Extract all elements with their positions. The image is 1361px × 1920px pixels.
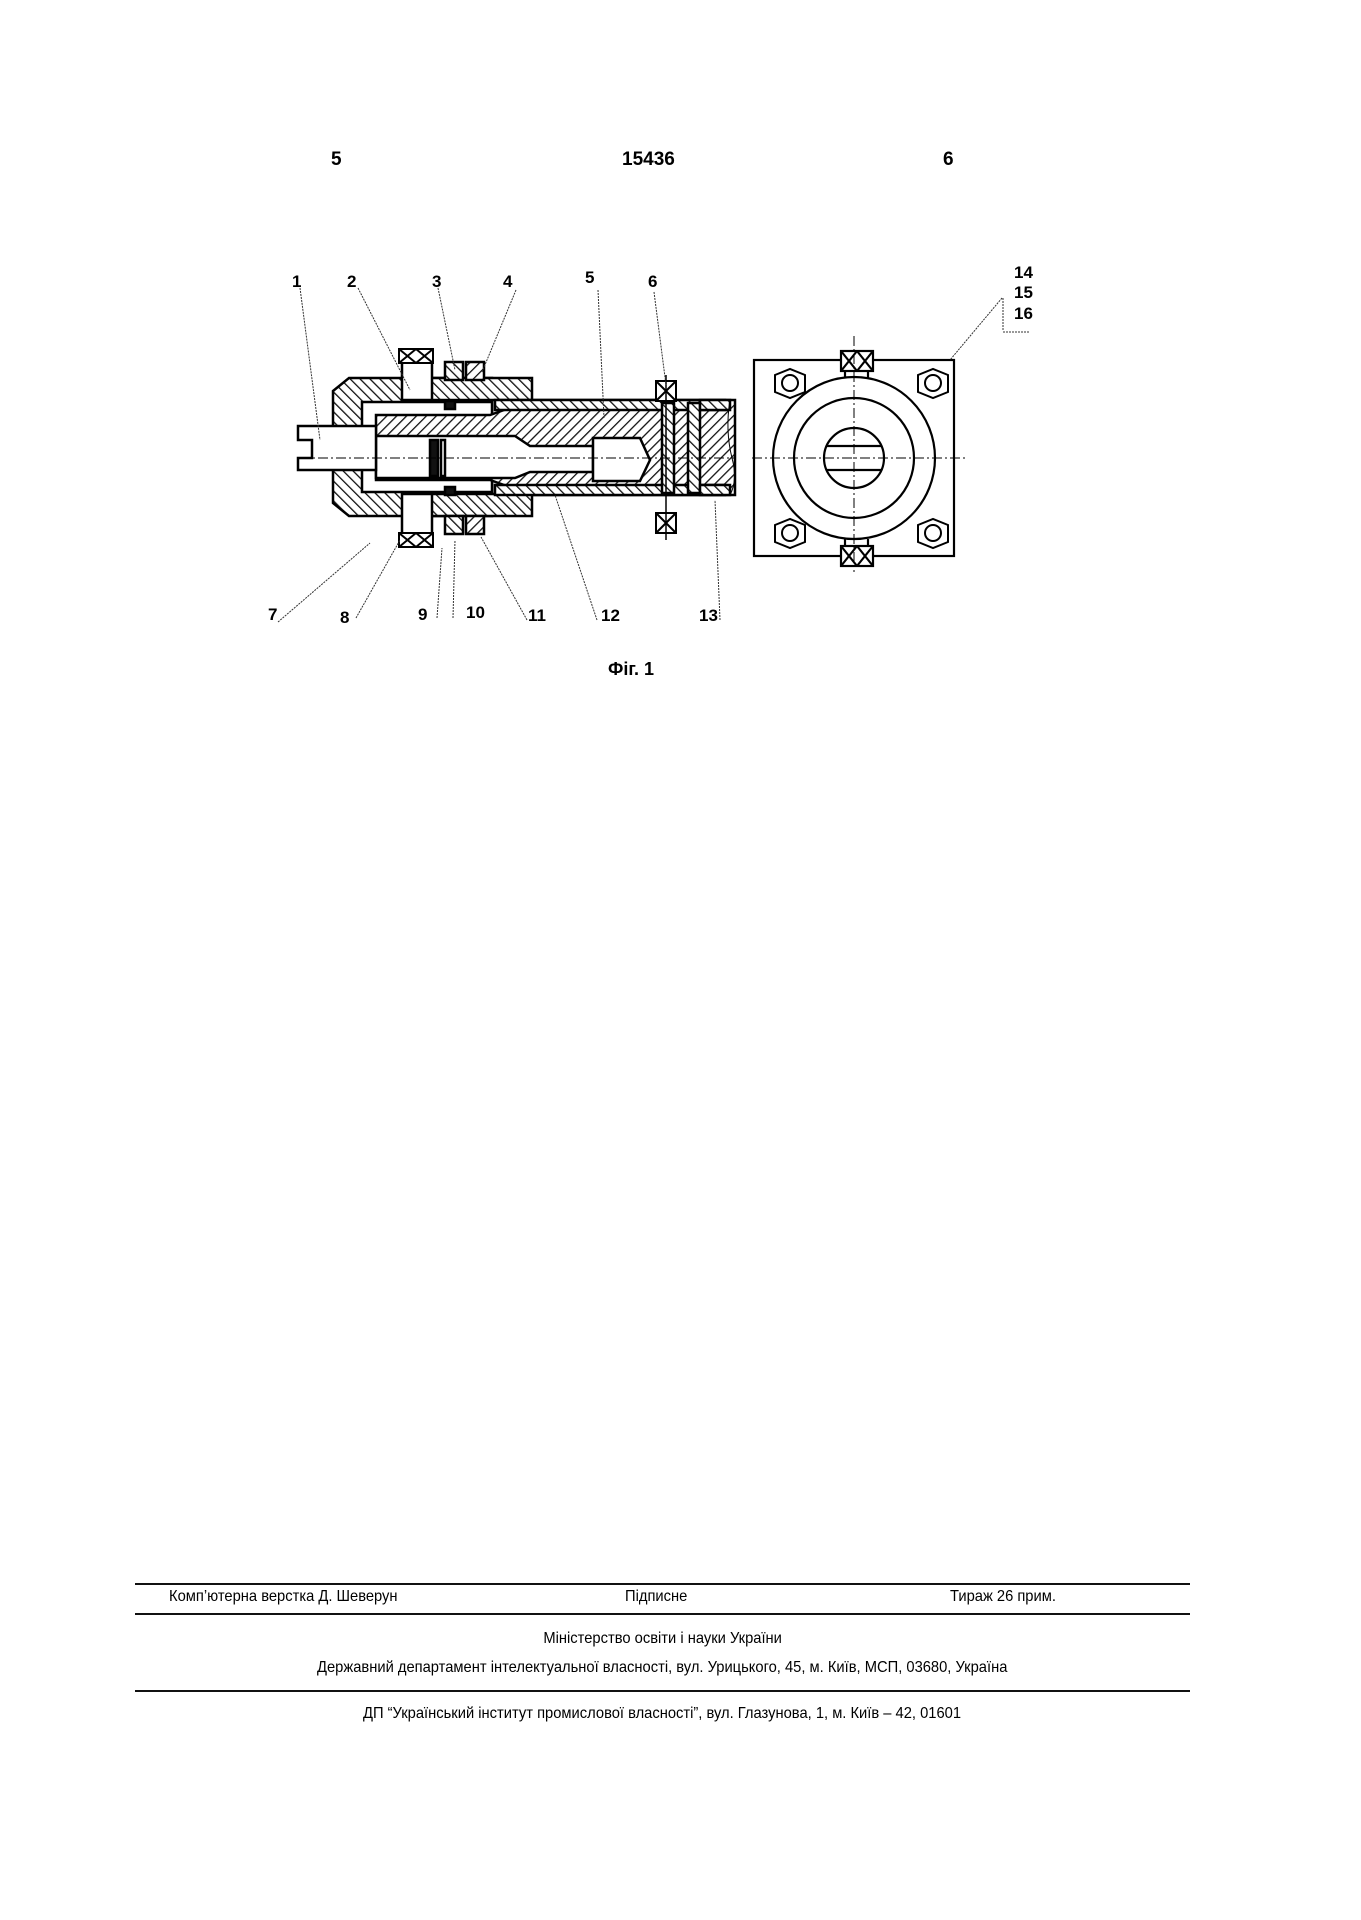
- part-label-12: 12: [601, 606, 620, 625]
- part-label-5: 5: [585, 268, 595, 287]
- page-number-left: 5: [331, 149, 342, 170]
- department-line: Державний департамент інтелектуальної вл…: [317, 1659, 1008, 1676]
- footer-rule-middle: [135, 1613, 1190, 1615]
- layout-credit: Комп’ютерна верстка Д. Шеверун: [169, 1588, 398, 1605]
- part-label-4: 4: [503, 272, 513, 291]
- part-label-2: 2: [347, 272, 357, 291]
- signed-note: Підписне: [625, 1588, 688, 1605]
- part-label-15: 15: [1014, 283, 1033, 302]
- part-label-6: 6: [648, 272, 658, 291]
- figure-caption: Фіг. 1: [608, 659, 655, 679]
- institute-line: ДП “Український інститут промислової вла…: [363, 1705, 962, 1722]
- part-label-8: 8: [340, 608, 350, 627]
- footer-rule-top: [135, 1583, 1190, 1585]
- part-label-13: 13: [699, 606, 718, 625]
- footer-rule-bottom: [135, 1690, 1190, 1692]
- ministry-line: Міністерство освіти і науки України: [543, 1630, 782, 1647]
- leader-lines: [277, 287, 1030, 623]
- circulation: Тираж 26 прим.: [950, 1588, 1056, 1605]
- part-label-1: 1: [292, 272, 302, 291]
- page-number-right: 6: [943, 149, 954, 170]
- patent-number: 15436: [622, 149, 675, 170]
- part-label-10: 10: [466, 603, 485, 622]
- part-label-3: 3: [432, 272, 442, 291]
- end-view: [752, 336, 968, 572]
- part-label-9: 9: [418, 605, 428, 624]
- part-label-11: 11: [528, 606, 546, 625]
- section-view: [296, 348, 737, 548]
- part-label-14: 14: [1014, 263, 1033, 282]
- technical-drawing: [277, 287, 1030, 623]
- part-label-7: 7: [268, 605, 278, 624]
- part-label-16: 16: [1014, 304, 1033, 323]
